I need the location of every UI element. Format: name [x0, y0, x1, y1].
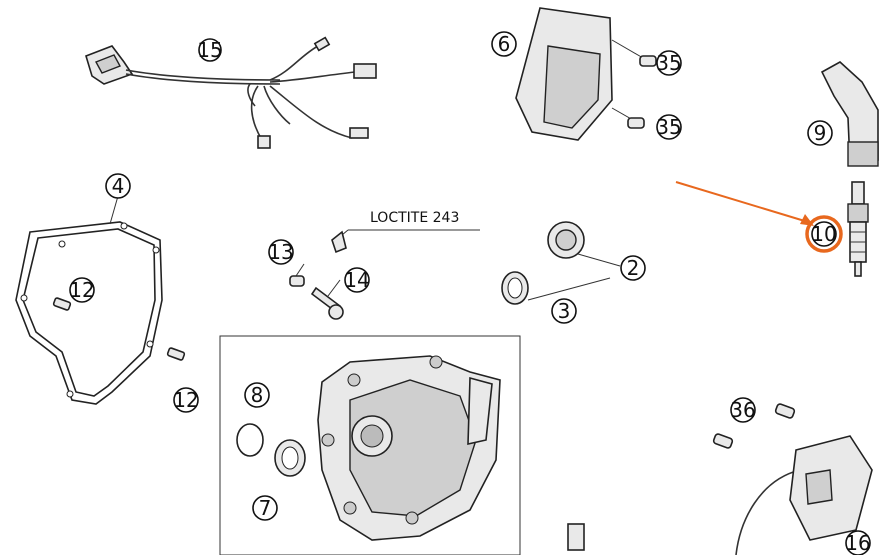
- callout-35-upper: 35: [656, 51, 681, 75]
- callout-14-circle: [344, 267, 370, 293]
- callout-12a-circle: [69, 277, 95, 303]
- callout-2-circle: [620, 255, 646, 281]
- callout-12-lower: 12: [173, 388, 198, 412]
- loctite-label: LOCTITE 243: [370, 210, 459, 226]
- cdi-module-part: [515, 7, 657, 141]
- callout-35-lower: 35: [656, 115, 681, 139]
- callout-16: 16: [845, 531, 870, 555]
- wiring-harness-part: [85, 36, 377, 149]
- callout-9-circle: [807, 120, 833, 146]
- ignition-coil-part: [567, 435, 873, 555]
- callout-36-circle: [730, 397, 756, 423]
- connector-part: [567, 523, 585, 551]
- callout-15-circle: [198, 38, 222, 62]
- callout-12-upper: 12: [69, 278, 94, 302]
- callout-4: 4: [112, 174, 125, 198]
- leader-13: [295, 263, 305, 277]
- callout-35b-circle: [656, 114, 682, 140]
- bolt-36-upper: [774, 403, 796, 419]
- callout-16-circle: [845, 530, 871, 555]
- callout-2: 2: [627, 256, 640, 280]
- callout-8-circle: [244, 382, 270, 408]
- callout-4-circle: [105, 173, 131, 199]
- highlight-ring: [805, 215, 843, 253]
- callout-14: 14: [344, 268, 369, 292]
- ignition-cover-part: [317, 355, 501, 541]
- callout-3-circle: [551, 298, 577, 324]
- plug-13-part: [289, 275, 305, 287]
- loctite-bolt-part: [331, 230, 347, 254]
- callout-35a-circle: [656, 50, 682, 76]
- dowel-pin-upper: [52, 297, 72, 311]
- leader-3: [527, 277, 611, 301]
- callout-12b-circle: [173, 387, 199, 413]
- callout-6-circle: [491, 31, 517, 57]
- cover-gasket-part: [15, 221, 163, 405]
- callout-10: 10: [811, 222, 836, 246]
- callout-13-circle: [268, 239, 294, 265]
- cover-assembly-box: [219, 335, 521, 555]
- leader-4: [109, 195, 119, 225]
- spark-plug-cap-part: [820, 61, 879, 167]
- spark-plug-part: [847, 181, 869, 277]
- dowel-pin-lower: [166, 347, 186, 361]
- bolt-36-lower: [712, 433, 734, 449]
- leader-14: [327, 279, 341, 297]
- callout-6: 6: [498, 32, 511, 56]
- leader-2: [577, 253, 621, 267]
- callout-13: 13: [268, 240, 293, 264]
- callout-9: 9: [814, 121, 827, 145]
- callout-7: 7: [259, 496, 272, 520]
- circlip-8-part: [236, 423, 264, 457]
- washer-14-part: [328, 304, 344, 320]
- highlight-arrow: [675, 181, 809, 223]
- callout-7-circle: [252, 495, 278, 521]
- callout-15: 15: [197, 38, 222, 62]
- callout-10-circle: [811, 221, 837, 247]
- callout-3: 3: [558, 299, 571, 323]
- callout-8: 8: [251, 383, 264, 407]
- callout-36: 36: [730, 398, 755, 422]
